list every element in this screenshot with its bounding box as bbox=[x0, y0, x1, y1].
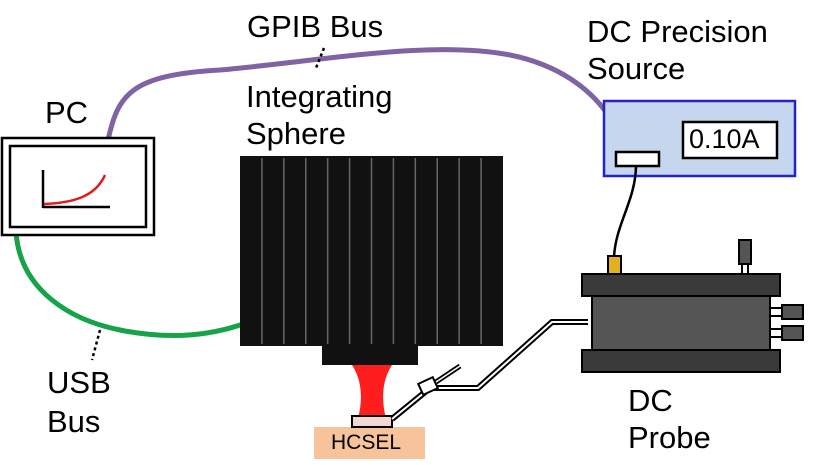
probe-clamp bbox=[416, 375, 440, 397]
hcsel-chip bbox=[351, 415, 393, 428]
probe-knob bbox=[738, 239, 752, 265]
probe-input-connector bbox=[607, 255, 622, 275]
probe-side-connector-1 bbox=[769, 307, 783, 317]
hcsel-label: HCSEL bbox=[331, 431, 402, 454]
pc-plot-curve bbox=[43, 174, 107, 206]
probe-side-plug-2 bbox=[781, 325, 804, 341]
dc-source-label-line1: DC Precision bbox=[587, 14, 768, 49]
usb-label-line2: Bus bbox=[47, 404, 101, 439]
probe-top-plate bbox=[581, 273, 781, 297]
gpib-bus-label: GPIB Bus bbox=[247, 9, 384, 44]
probe-fiber-inner bbox=[391, 321, 588, 420]
sphere-port-mount bbox=[322, 345, 418, 365]
dc-probe bbox=[581, 239, 804, 373]
sphere-label-line2: Sphere bbox=[246, 116, 346, 151]
dc-precision-source bbox=[602, 99, 797, 178]
source-probe-cable bbox=[612, 164, 638, 259]
source-output-port bbox=[614, 150, 661, 168]
usb-label-line1: USB bbox=[47, 365, 111, 400]
pc-monitor bbox=[0, 136, 156, 237]
dc-source-label-line2: Source bbox=[587, 51, 686, 86]
source-display-box bbox=[681, 120, 779, 160]
source-current-readout: 0.10A bbox=[689, 124, 760, 154]
probe-bottom-plate bbox=[581, 349, 781, 373]
usb-cable bbox=[13, 229, 243, 338]
probe-side-plug-1 bbox=[781, 304, 804, 320]
pc-label: PC bbox=[45, 95, 89, 130]
dc-probe-label-line2: Probe bbox=[628, 420, 711, 455]
integrating-sphere bbox=[240, 156, 503, 365]
sphere-label-line1: Integrating bbox=[246, 79, 393, 114]
probe-side-connector-2 bbox=[769, 328, 783, 338]
dc-probe-label-line1: DC bbox=[628, 383, 673, 418]
laser-beam bbox=[352, 365, 392, 418]
gpib-cable bbox=[105, 47, 609, 143]
hcsel-mount bbox=[314, 427, 425, 459]
usb-leader-line bbox=[90, 329, 102, 361]
